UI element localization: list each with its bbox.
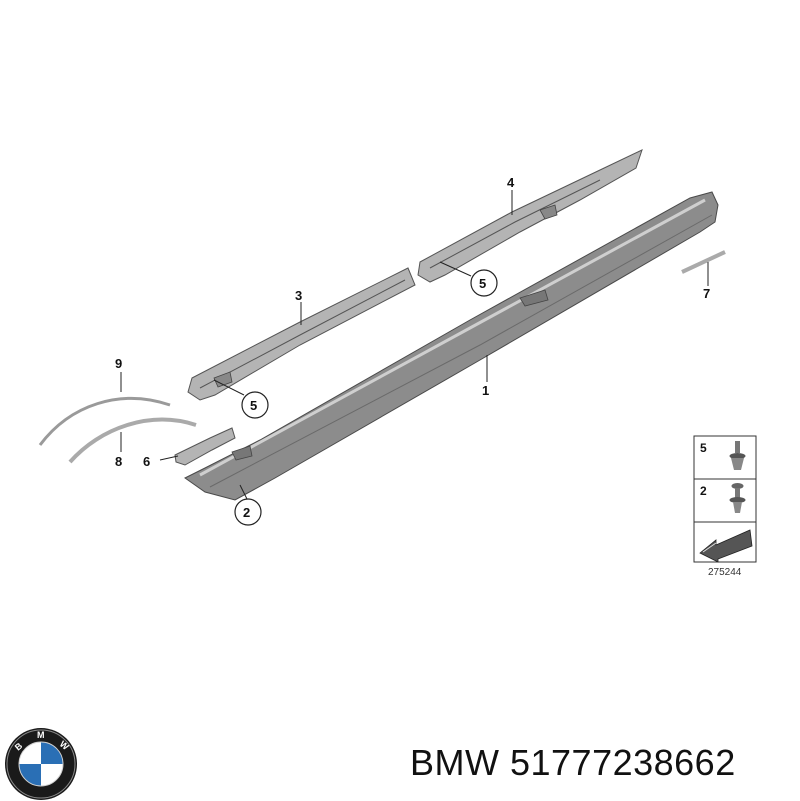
callout-circle-5-upper: 5 <box>470 269 498 297</box>
callout-1: 1 <box>482 383 489 398</box>
callout-7: 7 <box>703 286 710 301</box>
svg-text:5: 5 <box>479 276 486 291</box>
direction-arrow-icon <box>699 529 753 563</box>
svg-text:2: 2 <box>243 505 250 520</box>
clip-icon <box>729 483 746 513</box>
part-bracket-middle <box>187 267 416 401</box>
part-number-caption: BMW 51777238662 <box>410 742 736 783</box>
callout-8: 8 <box>115 454 122 469</box>
part-side-sill <box>184 191 719 501</box>
callout-6: 6 <box>143 454 150 469</box>
callout-9: 9 <box>115 356 122 371</box>
legend-item-2: 2 <box>700 484 707 498</box>
callout-circle-2: 2 <box>234 498 262 526</box>
legend-item-5: 5 <box>700 441 707 455</box>
callout-3: 3 <box>295 288 302 303</box>
part-bracket-rear <box>417 149 643 283</box>
callout-circle-5-lower: 5 <box>241 391 269 419</box>
svg-text:B: B <box>13 740 25 752</box>
svg-text:5: 5 <box>250 398 257 413</box>
part-clip-strip <box>681 250 726 274</box>
bmw-logo-icon: B M W <box>5 728 77 800</box>
rivet-icon <box>729 441 746 470</box>
fastener-legend: 5 2 275244 <box>693 435 757 578</box>
part-bracket-front <box>174 427 236 466</box>
reference-code: 275244 <box>708 567 742 578</box>
part-arch-trim <box>38 397 171 446</box>
svg-text:M: M <box>37 730 45 740</box>
callout-4: 4 <box>507 175 515 190</box>
leader-lines <box>120 190 709 500</box>
part-arch-trim-lower <box>68 417 197 464</box>
